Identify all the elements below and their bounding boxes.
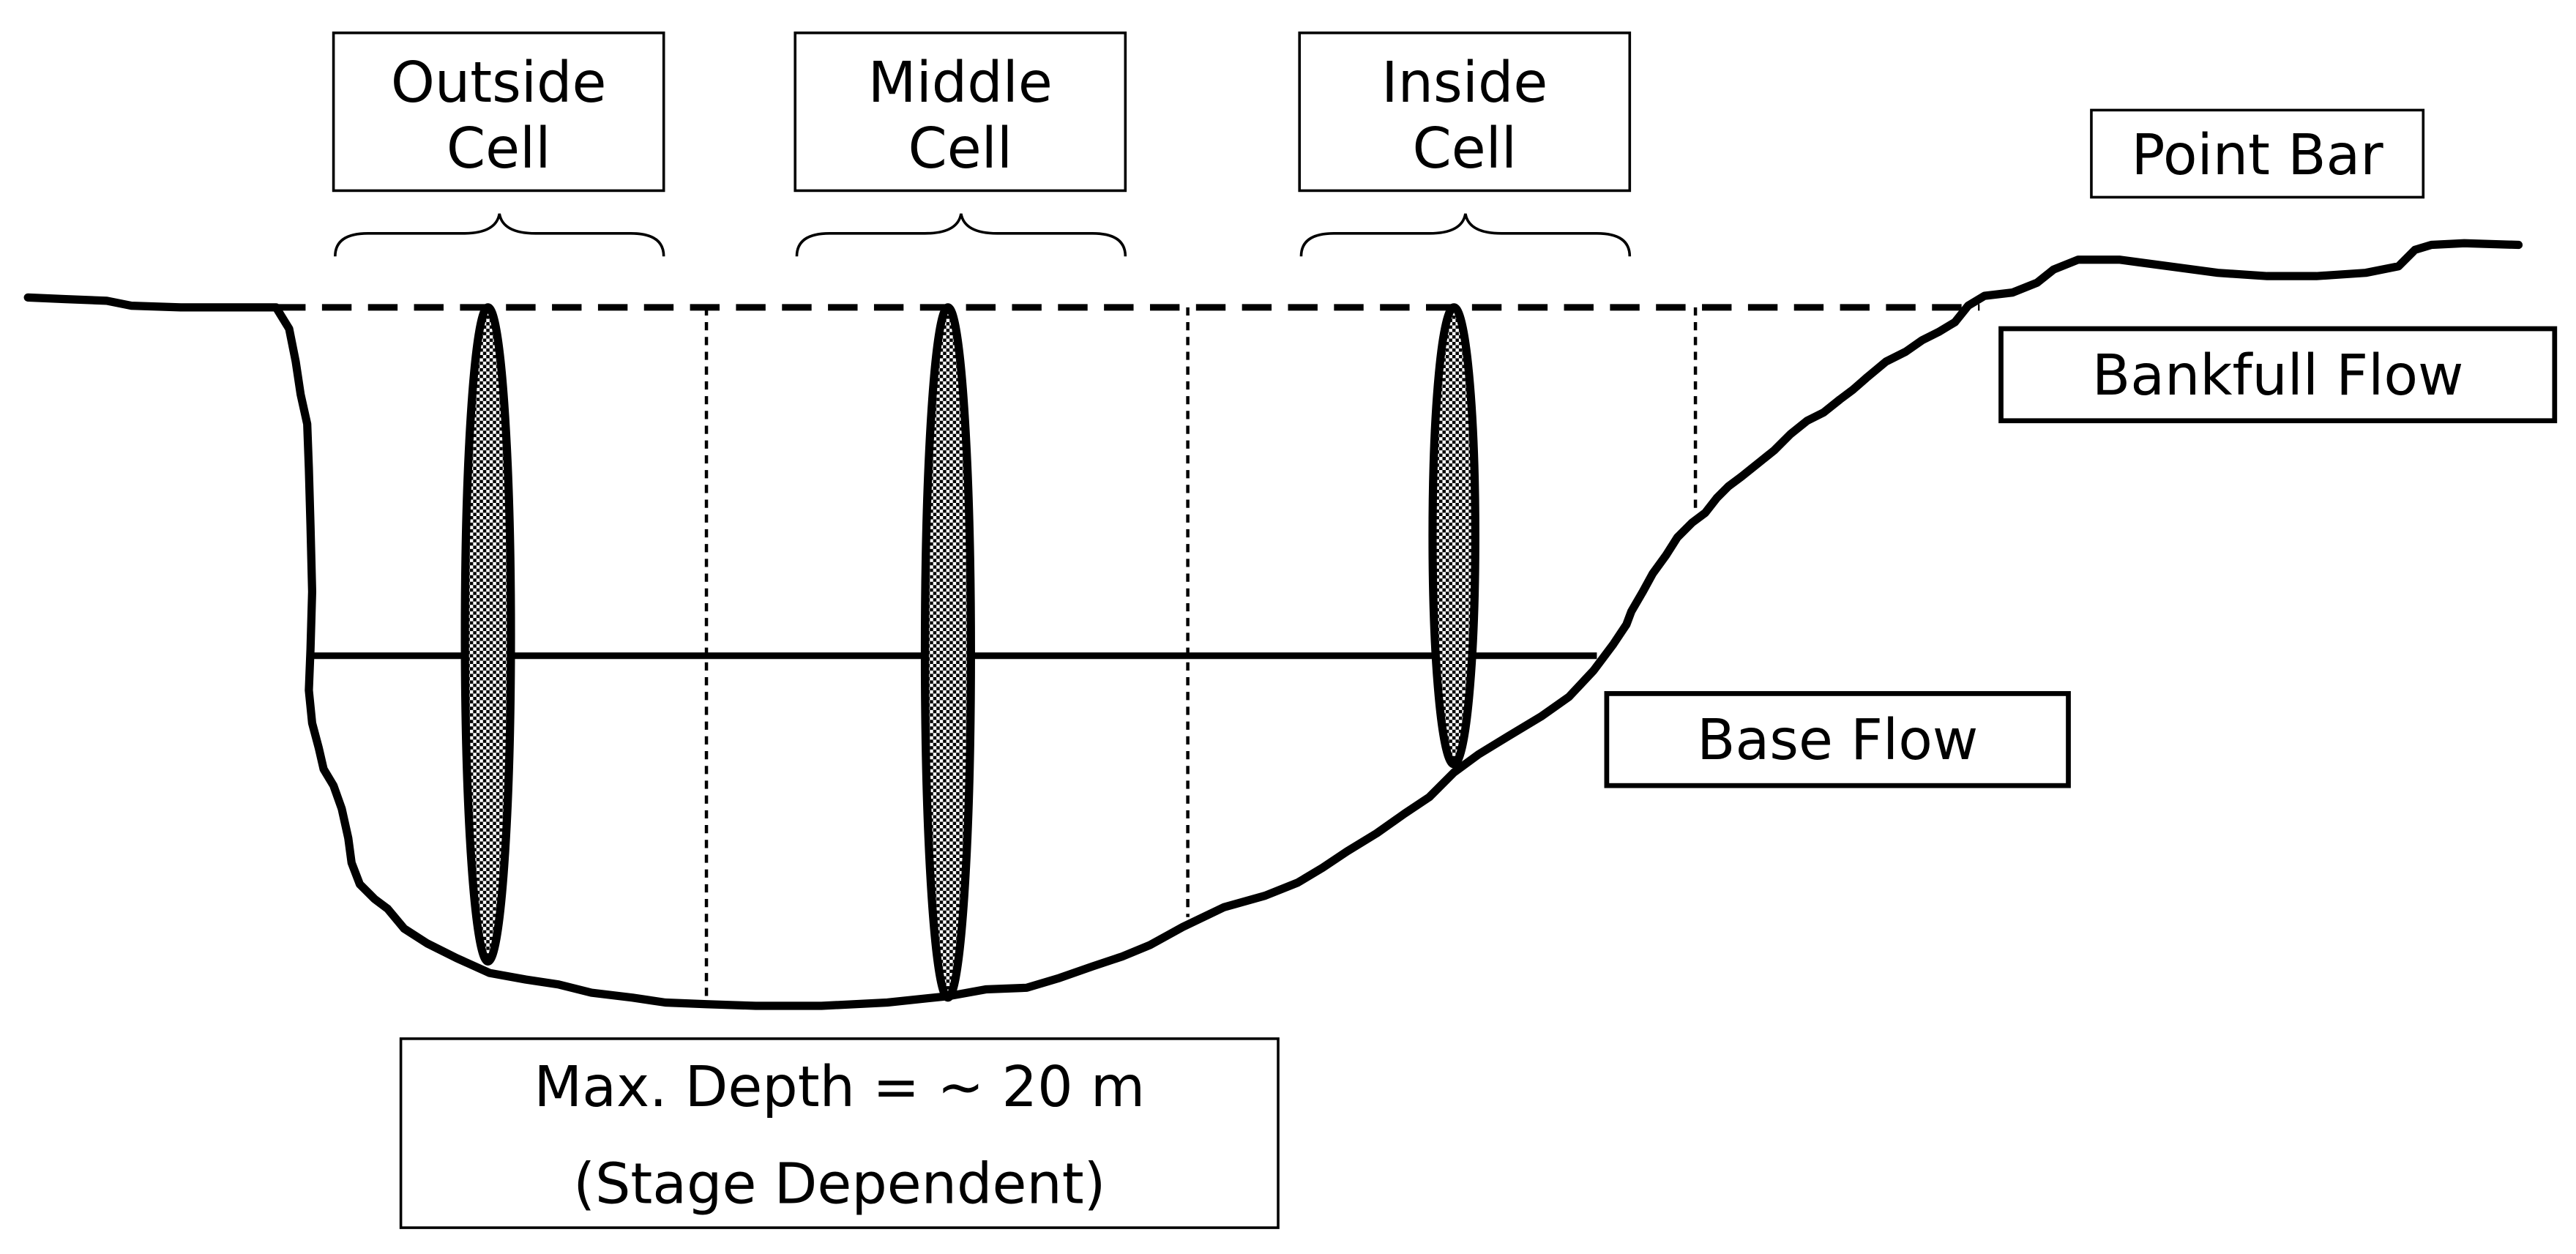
outside-cell-profile-ellipse [460,303,515,966]
channel-bed-line [23,239,2523,1010]
max-depth-label-box: Max. Depth = ~ 20 m (Stage Dependent) [399,1037,1280,1229]
outside-cell-label-line2: Cell [447,116,551,181]
point-bar-label: Point Bar [2132,122,2384,187]
middle-cell-label-box: Middle Cell [794,31,1127,193]
inside-cell-label-box: Inside Cell [1298,31,1632,193]
inside-cell-brace [1299,213,1632,257]
middle-cell-brace [795,213,1127,257]
base-flow-label: Base Flow [1697,707,1978,772]
outside-cell-label-box: Outside Cell [332,31,665,193]
outside-cell-label-line1: Outside [391,50,607,115]
bankfull-flow-label-box: Bankfull Flow [1998,326,2558,424]
middle-cell-label-line2: Cell [908,116,1012,181]
bankfull-flow-label: Bankfull Flow [2092,343,2464,408]
point-bar-label-box: Point Bar [2090,108,2425,199]
outside-cell-brace [334,213,665,257]
base-flow-label-box: Base Flow [1604,691,2071,788]
inside-cell-profile-ellipse [1428,303,1479,769]
max-depth-label: Max. Depth = ~ 20 m [534,1054,1145,1119]
middle-cell-label-line1: Middle [868,50,1053,115]
inside-cell-label-line1: Inside [1381,50,1548,115]
middle-cell-profile-ellipse [920,303,975,1002]
stage-dependent-label: (Stage Dependent) [573,1151,1105,1216]
inside-cell-label-line2: Cell [1412,116,1517,181]
